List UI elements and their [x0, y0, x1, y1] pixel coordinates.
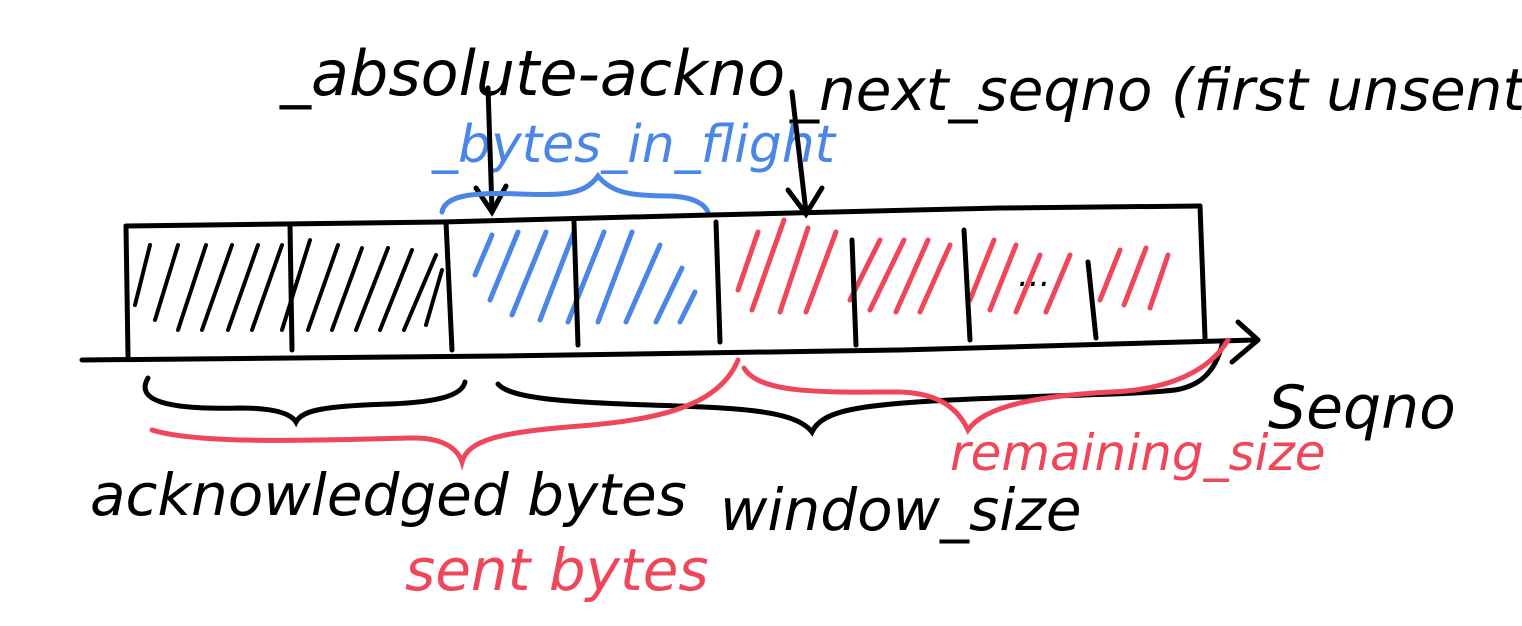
acknowledged-bytes-brace — [142, 375, 468, 428]
window-size-brace — [495, 342, 1225, 437]
bytes-in-flight-label: _bytes_in_flight — [431, 115, 837, 175]
acknowledged-bytes-label: acknowledged bytes — [90, 461, 687, 529]
sent-bytes-brace — [149, 357, 741, 471]
remaining-size-label: remaining_size — [950, 424, 1326, 482]
seqno-axis — [79, 319, 1261, 365]
red-hatching — [735, 217, 1171, 315]
absolute-ackno-label: _absolute-ackno — [279, 37, 785, 110]
black-hatching — [133, 238, 444, 332]
ellipsis-mark: ... — [1018, 255, 1050, 295]
next-seqno-label: _next_seqno (first unsent) — [789, 56, 1522, 124]
window-size-label: window_size — [720, 476, 1082, 544]
remaining-size-brace — [741, 337, 1231, 436]
byte-blocks-outline — [123, 203, 1208, 359]
sent-bytes-label: sent bytes — [405, 536, 709, 604]
seqno-label: Seqno — [1268, 373, 1456, 443]
bytes-in-flight-brace — [439, 171, 711, 215]
blue-hatching — [472, 229, 698, 325]
